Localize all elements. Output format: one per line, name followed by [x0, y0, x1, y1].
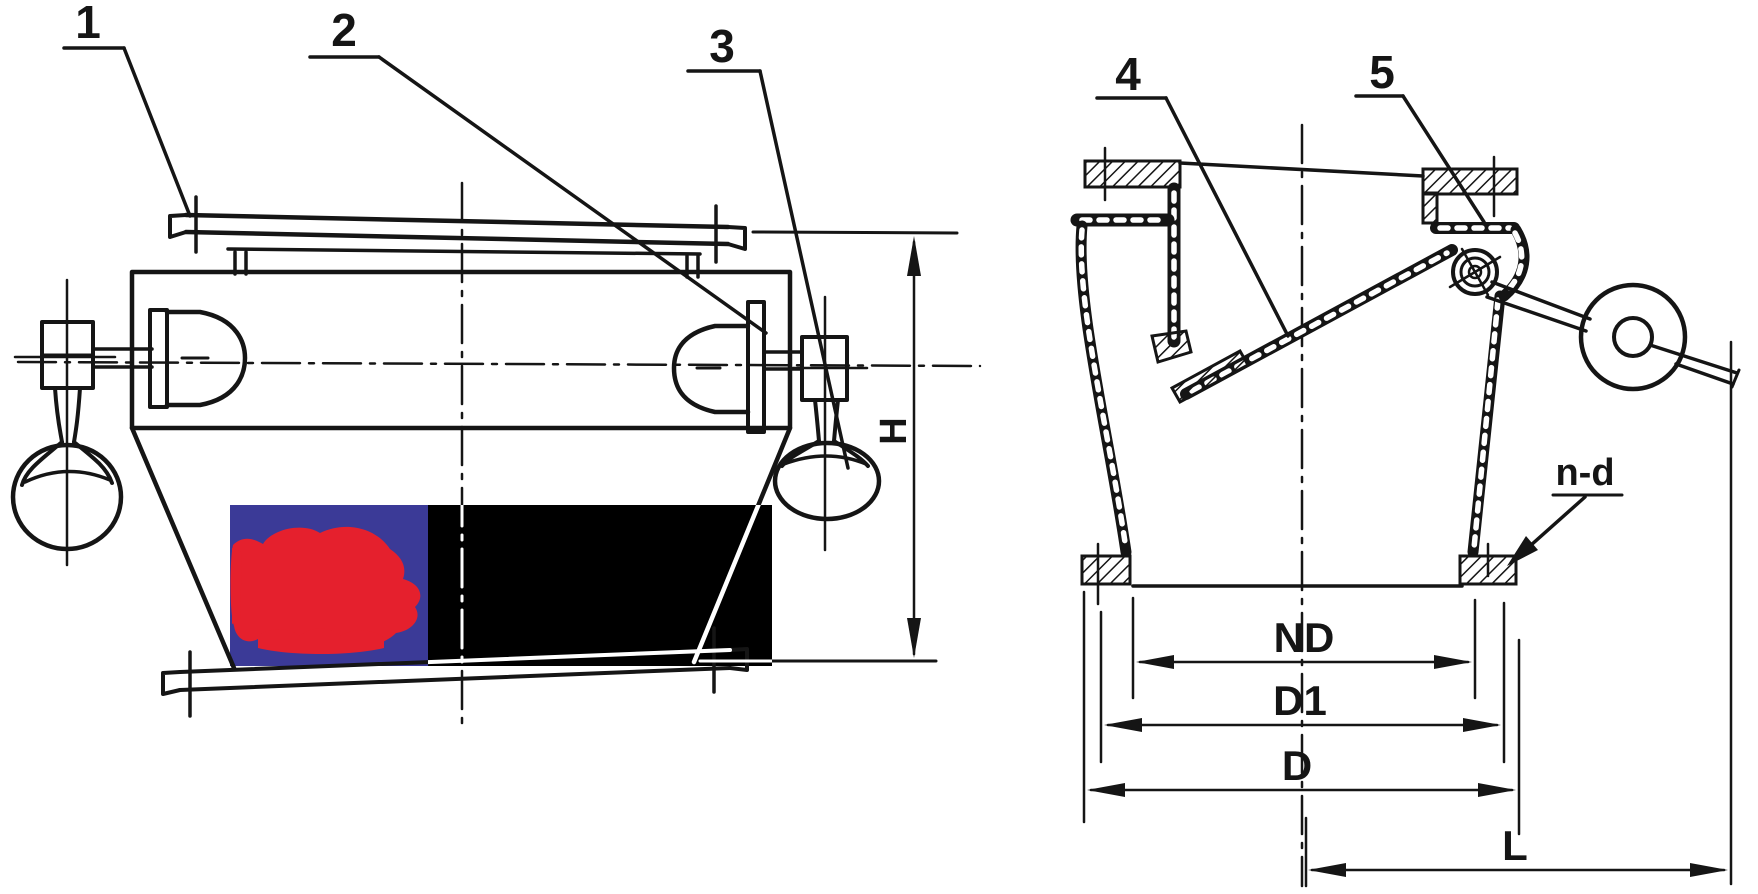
left-dome-shell	[164, 309, 248, 408]
h-arrow-down	[907, 618, 921, 658]
hinge-pivot	[1448, 247, 1502, 297]
top-bar-right-cap	[726, 225, 747, 251]
d-dim-label: D	[1282, 742, 1312, 789]
right-hammer-ball	[772, 440, 882, 522]
nd-dim-label: ND	[1274, 614, 1335, 661]
nd-arrowhead	[1507, 536, 1538, 566]
h-arrow-up	[907, 236, 921, 276]
dimension-D: D	[1087, 742, 1516, 797]
top-bar-left-cap	[168, 213, 188, 239]
lever-rod-a	[1648, 343, 1739, 375]
counterweight-hub	[1612, 316, 1654, 358]
dimension-D1: D1	[1104, 677, 1501, 732]
callout-2-label: 2	[331, 4, 357, 56]
right-dome-shell	[671, 323, 751, 415]
callout-5: 5	[1354, 46, 1486, 224]
callout-3-leader	[758, 69, 850, 470]
watermark-red-spur	[232, 548, 242, 624]
bolt-spec-nd: n-d	[1507, 452, 1624, 566]
watermark-black-field	[428, 505, 772, 666]
extension-lines	[1082, 340, 1733, 888]
d1-dim-label: D1	[1273, 677, 1327, 724]
right-bearing-dome	[671, 300, 766, 434]
callout-3-label: 3	[709, 20, 735, 72]
left-counterweight-assembly	[10, 278, 154, 567]
section-view: n-d ND D1	[1070, 46, 1741, 888]
counterweight-disc	[1578, 282, 1688, 392]
flap-disc	[1169, 244, 1458, 405]
callout-2: 2	[308, 4, 768, 335]
counterweight-lever	[1485, 280, 1741, 392]
hopper-left-slope	[129, 425, 237, 671]
h-ext-top	[751, 230, 959, 235]
callout-1-label: 1	[75, 0, 101, 48]
callout-1-leader	[122, 46, 192, 218]
watermark-red-blob	[230, 526, 421, 650]
watermark-red-bumps	[258, 628, 384, 654]
h-dim-label: H	[873, 417, 915, 444]
cover-plate-line	[226, 247, 702, 256]
right-counterweight-assembly	[762, 295, 882, 552]
seat-left-drop	[1421, 191, 1439, 225]
right-arm-a	[813, 398, 821, 443]
lever-rod-b	[1674, 362, 1735, 386]
outlet-flange-left	[1080, 554, 1132, 586]
right-ball-neck-arc	[782, 454, 868, 466]
callout-1: 1	[62, 0, 192, 218]
watermark-overdrawn-lines	[428, 505, 772, 666]
left-ball-neck-arc	[23, 469, 112, 484]
callout-5-leader	[1401, 94, 1486, 224]
pivot-cross-b	[1460, 247, 1490, 297]
callout-4-label: 4	[1115, 48, 1141, 100]
dimension-L: L	[1308, 822, 1728, 877]
housing-outer-wall	[1070, 213, 1506, 558]
callout-3: 3	[686, 20, 850, 470]
lever-rod-end	[1730, 368, 1741, 389]
flap-tip-hatched	[1169, 348, 1251, 405]
callout-5-label: 5	[1369, 46, 1395, 98]
watermark-redaction-block	[230, 505, 772, 666]
outlet-flanges	[1080, 542, 1518, 606]
right-dome-plate	[746, 300, 766, 434]
inlet-flange-left	[1083, 146, 1182, 202]
left-dome-plate	[148, 308, 169, 409]
left-hammer-ball	[10, 442, 124, 552]
inlet-tube-foot	[1150, 329, 1193, 364]
inlet-tube-wall	[1150, 182, 1193, 364]
dimension-ND: ND	[1136, 614, 1472, 669]
inlet-rim-line	[1178, 161, 1425, 178]
callout-4-leader	[1164, 96, 1290, 338]
l-dim-label: L	[1502, 822, 1528, 869]
left-arm-a	[53, 386, 64, 444]
horizontal-centerline	[16, 360, 982, 368]
left-arm-b	[72, 386, 82, 444]
inlet-flange-right	[1421, 155, 1519, 218]
bottom-bar-left-cap	[161, 670, 182, 696]
callout-2-leader	[377, 55, 768, 335]
nd-bolt-label: n-d	[1555, 452, 1614, 494]
right-arm-b	[832, 398, 840, 443]
left-bearing-dome	[148, 308, 248, 409]
callout-4: 4	[1095, 48, 1290, 338]
